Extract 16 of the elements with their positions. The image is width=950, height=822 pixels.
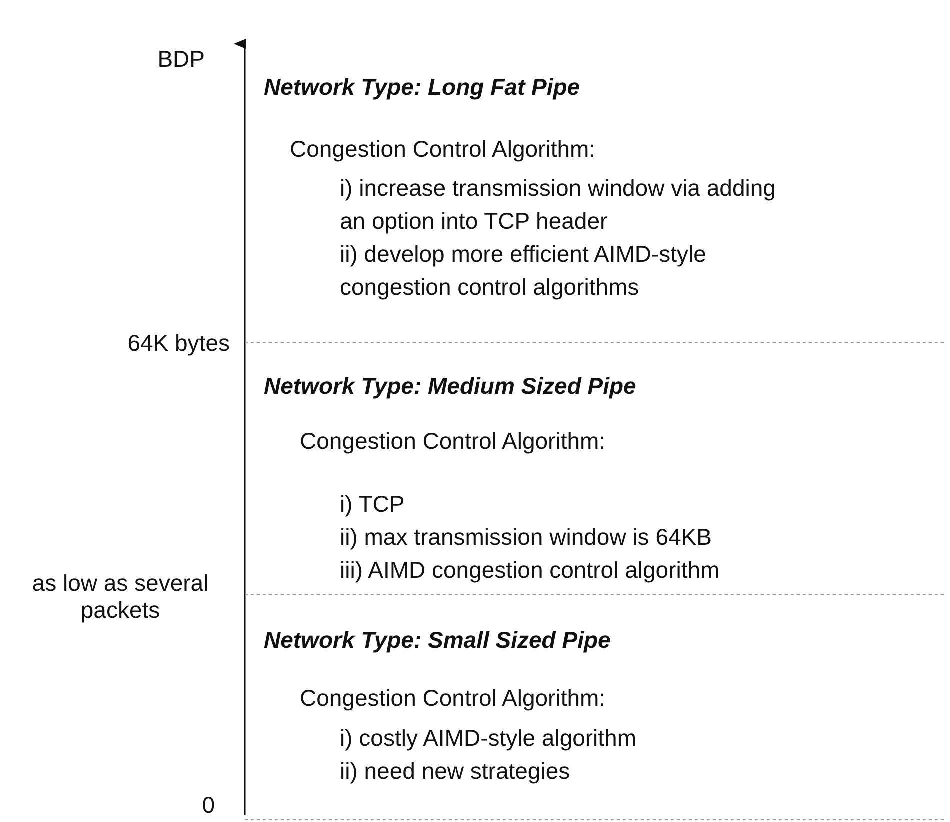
network-type-heading: Network Type: Medium Sized Pipe: [264, 373, 636, 400]
algorithm-item: ii) develop more efficient AIMD-style congestion control algorithms: [340, 240, 708, 302]
algorithm-item: i) costly AIMD-style algorithm: [340, 724, 638, 753]
network-type-heading: Network Type: Long Fat Pipe: [264, 74, 580, 101]
axis-label: 64K bytes: [126, 330, 230, 357]
axis-label: as low as several packets: [31, 570, 210, 624]
algorithm-heading: Congestion Control Algorithm:: [290, 136, 596, 163]
algorithm-item: iii) AIMD congestion control algorithm: [340, 556, 721, 585]
axis-label: 0: [201, 792, 215, 819]
algorithm-heading: Congestion Control Algorithm:: [300, 428, 606, 455]
algorithm-item: ii) max transmission window is 64KB: [340, 523, 713, 552]
algorithm-item: ii) need new strategies: [340, 757, 572, 786]
axis-label: BDP: [156, 46, 205, 73]
network-type-heading: Network Type: Small Sized Pipe: [264, 627, 611, 654]
algorithm-item: i) TCP: [340, 490, 406, 519]
algorithm-heading: Congestion Control Algorithm:: [300, 685, 606, 712]
